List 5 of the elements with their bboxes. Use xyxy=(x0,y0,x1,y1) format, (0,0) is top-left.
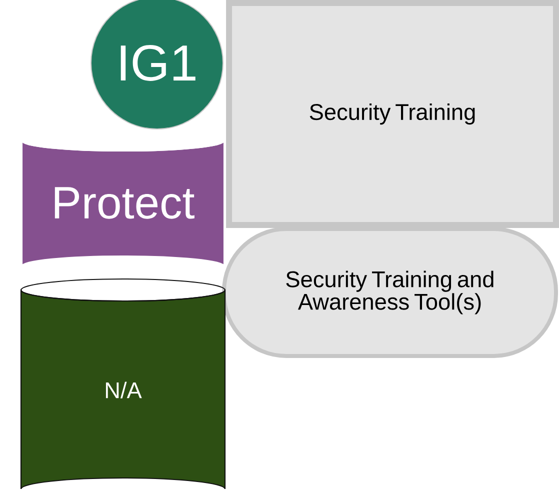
process-box: Security Training xyxy=(226,0,559,228)
rounded-box: Security Training and Awareness Tool(s) xyxy=(222,227,558,358)
cylinder: Protect xyxy=(21,130,225,267)
cylinder: N/A xyxy=(20,278,226,490)
circle-badge: IG1 xyxy=(90,0,224,130)
